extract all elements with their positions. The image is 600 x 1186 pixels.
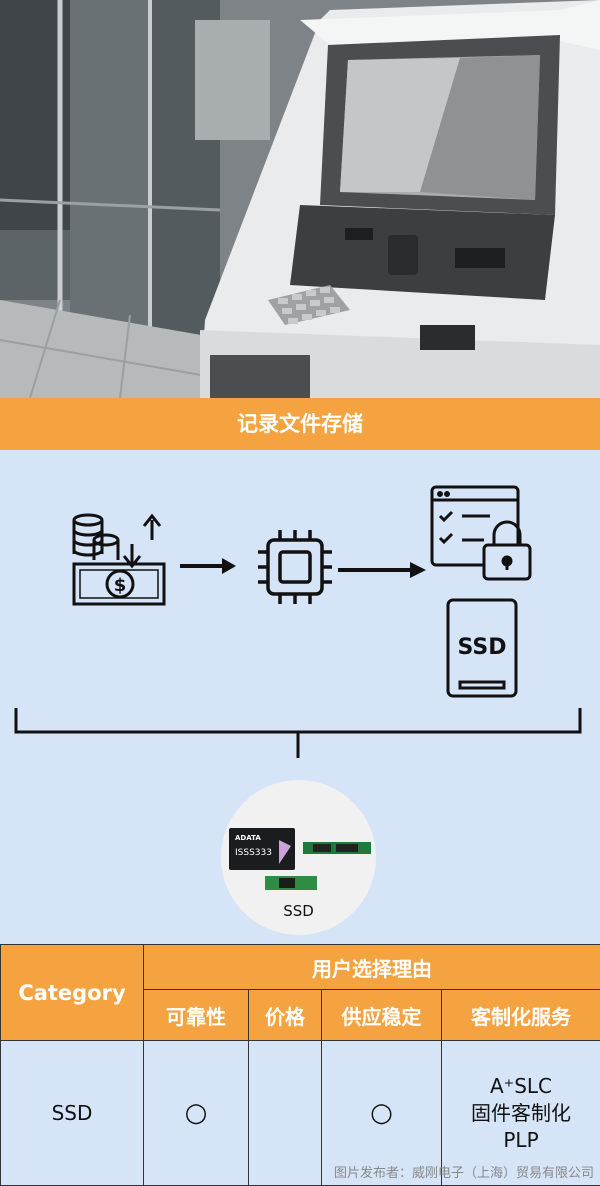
custom-service-item: A⁺SLC — [442, 1073, 600, 1100]
product-caption: SSD — [221, 902, 376, 920]
product-image: ADATA ISSS333 SSD — [221, 780, 376, 935]
svg-text:$: $ — [114, 575, 127, 596]
arrow-right-icon — [338, 562, 426, 578]
row-category: SSD — [1, 1041, 144, 1186]
price-cell — [249, 1041, 322, 1186]
ssd-icon-label: SSD — [458, 635, 507, 660]
money-icon: $ — [74, 515, 164, 604]
column-header: 价格 — [249, 990, 322, 1041]
image-credit: 图片发布者：威刚电子（上海）贸易有限公司 — [334, 1162, 594, 1181]
svg-text:ISSS333: ISSS333 — [235, 848, 272, 858]
section-title: 记录文件存储 — [0, 398, 600, 450]
bracket — [16, 708, 580, 758]
reliability-cell: ○ — [144, 1041, 249, 1186]
arrow-right-icon — [180, 558, 236, 574]
column-header: 可靠性 — [144, 990, 249, 1041]
secure-document-icon — [432, 487, 530, 579]
reasons-header: 用户选择理由 — [144, 945, 600, 990]
custom-service-item: 固件客制化 — [442, 1100, 600, 1127]
reason-table: Category 用户选择理由 可靠性 价格 供应稳定 客制化服务 SSD ○ … — [0, 944, 600, 1185]
storage-flow-diagram: $ — [0, 450, 600, 944]
column-header: 供应稳定 — [322, 990, 442, 1041]
column-header: 客制化服务 — [442, 990, 600, 1041]
category-header: Category — [1, 945, 144, 1041]
chip-icon — [258, 530, 332, 604]
svg-text:ADATA: ADATA — [235, 834, 261, 842]
atm-photo — [0, 0, 600, 398]
custom-service-item: PLP — [442, 1127, 600, 1154]
